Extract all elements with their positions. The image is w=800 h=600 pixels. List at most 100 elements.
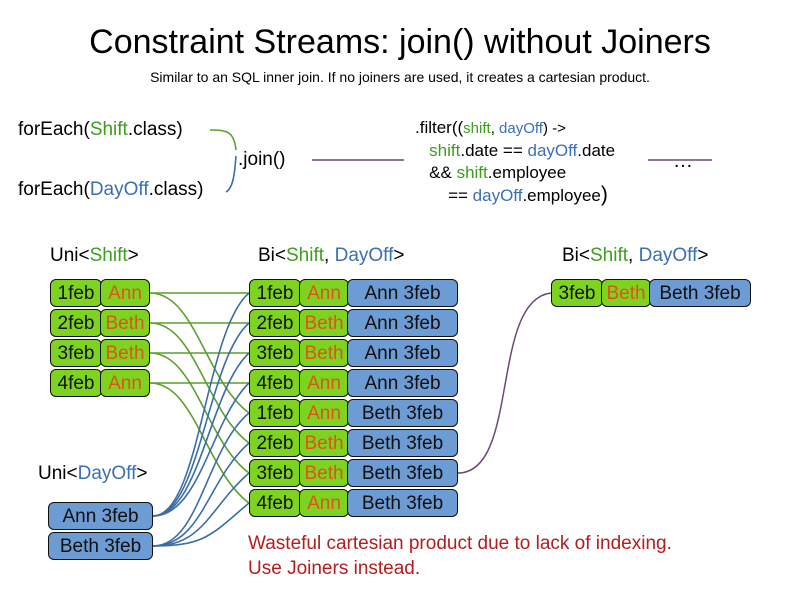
foreach-shift-suffix: .class) (127, 119, 183, 140)
label-bi-cartesian-class2: DayOff (334, 245, 394, 266)
shift-connectors (149, 292, 250, 504)
filter-l4-eq: == (448, 186, 473, 205)
bi-shift-date: 2feb (249, 429, 301, 457)
label-bi-cartesian-post: > (393, 245, 405, 266)
label-bi-cartesian-class1: Shift (286, 245, 325, 266)
label-uni-shift-class: Shift (89, 245, 128, 266)
dayoff-value: Beth 3feb (48, 532, 153, 560)
label-uni-shift: Uni<Shift> (50, 245, 139, 267)
filter-l3-shift: shift (456, 163, 488, 182)
label-uni-shift-post: > (127, 245, 139, 266)
bi-card: 1feb Ann Ann 3feb (249, 279, 458, 307)
label-uni-dayoff-post: > (136, 463, 148, 484)
bi-shift-employee: Ann (299, 369, 349, 397)
foreach-shift-prefix: forEach( (18, 119, 90, 140)
label-bi-filtered-comma: , (628, 245, 639, 266)
shift-date: 1feb (50, 279, 102, 307)
label-bi-filtered-pre: Bi< (562, 245, 590, 266)
bi-card: 1feb Ann Beth 3feb (249, 399, 458, 427)
bi-card: 2feb Beth Ann 3feb (249, 309, 458, 337)
code-foreach-shift: forEach(Shift.class) (18, 118, 183, 141)
bi-shift-employee: Ann (299, 279, 349, 307)
shift-employee: Beth (100, 339, 150, 367)
foreach-dayoff-class: DayOff (89, 179, 149, 200)
shift-employee: Beth (100, 309, 150, 337)
bi-shift-employee: Beth (299, 339, 349, 367)
shift-employee: Ann (100, 369, 150, 397)
label-uni-dayoff-class: DayOff (77, 463, 137, 484)
label-bi-filtered: Bi<Shift, DayOff> (562, 245, 708, 267)
bi-shift-employee: Beth (299, 429, 349, 457)
bi-card: 3feb Beth Beth 3feb (249, 459, 458, 487)
filter-param-dayoff: dayOff (499, 120, 543, 137)
warning-text: Wasteful cartesian product due to lack o… (248, 531, 672, 581)
shift-card: 1feb Ann (50, 279, 150, 307)
bi-shift-employee: Beth (299, 309, 349, 337)
code-filter-block: .filter((shift, dayOff) -> shift.date ==… (415, 117, 615, 207)
label-bi-filtered-post: > (697, 245, 709, 266)
bi-card: 2feb Beth Beth 3feb (249, 429, 458, 457)
page-title: Constraint Streams: join() without Joine… (89, 23, 711, 61)
join-brace (209, 129, 237, 193)
bi-card: 4feb Ann Beth 3feb (249, 489, 458, 517)
ellipsis-text: … (673, 150, 693, 172)
result-shift-date: 3feb (551, 279, 603, 307)
filter-l2-end: .date (577, 141, 616, 160)
filter-l2-shift: shift (429, 141, 461, 160)
filter-line-1: .filter((shift, dayOff) -> (415, 117, 615, 140)
foreach-shift-class: Shift (89, 119, 128, 140)
bi-dayoff: Ann 3feb (347, 279, 458, 307)
bi-card: 4feb Ann Ann 3feb (249, 369, 458, 397)
label-bi-cartesian-comma: , (324, 245, 335, 266)
shift-date: 2feb (50, 309, 102, 337)
filter-line-4: == dayOff.employee) (415, 184, 615, 207)
foreach-dayoff-suffix: .class) (148, 179, 204, 200)
shift-card: 4feb Ann (50, 369, 150, 397)
filter-l3-and: && (429, 163, 457, 182)
filter-line-2: shift.date == dayOff.date (415, 140, 615, 162)
label-bi-cartesian: Bi<Shift, DayOff> (258, 245, 404, 267)
shift-date: 3feb (50, 339, 102, 367)
dayoff-value: Ann 3feb (48, 502, 153, 530)
label-uni-shift-pre: Uni< (50, 245, 90, 266)
shift-employee: Ann (100, 279, 150, 307)
result-dayoff: Beth 3feb (649, 279, 751, 307)
dayoff-card: Ann 3feb (48, 502, 153, 530)
filter-open: .filter(( (415, 118, 464, 137)
warning-line-1: Wasteful cartesian product due to lack o… (248, 533, 672, 554)
label-bi-filtered-class2: DayOff (638, 245, 698, 266)
filter-l4-close: ) (600, 183, 608, 206)
label-uni-dayoff-pre: Uni< (38, 463, 78, 484)
bi-shift-date: 1feb (249, 399, 301, 427)
bi-shift-date: 4feb (249, 369, 301, 397)
filter-l2-mid: .date == (460, 141, 528, 160)
result-card: 3feb Beth Beth 3feb (551, 279, 751, 307)
warning-line-2: Use Joiners instead. (248, 558, 421, 579)
dayoff-card: Beth 3feb (48, 532, 153, 560)
bi-dayoff: Beth 3feb (347, 399, 458, 427)
filter-param-shift: shift (463, 120, 491, 137)
shift-date: 4feb (50, 369, 102, 397)
foreach-dayoff-prefix: forEach( (18, 179, 90, 200)
filter-result-connector (457, 292, 552, 474)
shift-card: 2feb Beth (50, 309, 150, 337)
filter-arrow: ) -> (542, 120, 566, 137)
bi-shift-employee: Ann (299, 489, 349, 517)
dayoff-connectors (152, 292, 250, 547)
bi-shift-date: 1feb (249, 279, 301, 307)
bi-dayoff: Ann 3feb (347, 339, 458, 367)
bi-shift-date: 3feb (249, 459, 301, 487)
filter-l2-dayoff: dayOff (527, 141, 578, 160)
bi-shift-date: 2feb (249, 309, 301, 337)
code-foreach-dayoff: forEach(DayOff.class) (18, 178, 204, 201)
bi-dayoff: Beth 3feb (347, 429, 458, 457)
bi-shift-employee: Ann (299, 399, 349, 427)
bi-dayoff: Beth 3feb (347, 489, 458, 517)
label-bi-filtered-class1: Shift (590, 245, 629, 266)
filter-line-3: && shift.employee (415, 162, 615, 184)
bi-shift-employee: Beth (299, 459, 349, 487)
bi-dayoff: Ann 3feb (347, 309, 458, 337)
label-bi-cartesian-pre: Bi< (258, 245, 286, 266)
bi-dayoff: Ann 3feb (347, 369, 458, 397)
